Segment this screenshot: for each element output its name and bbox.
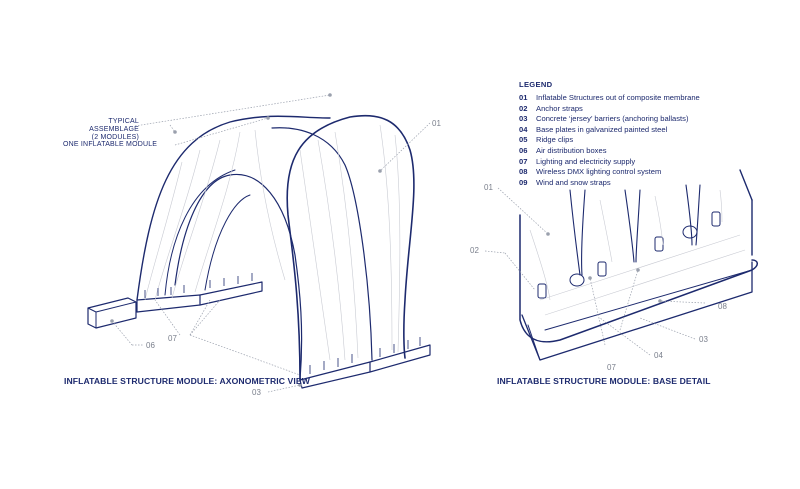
callout-axo-01: 01	[432, 119, 441, 128]
legend-code: 05	[519, 135, 528, 145]
callout-base-01: 01	[484, 183, 493, 192]
axonometric-sketch-hatching	[144, 124, 401, 361]
caption-base-detail: INFLATABLE STRUCTURE MODULE: BASE DETAIL	[497, 376, 711, 386]
label-typical-line1: TYPICAL ASSEMBLAGE	[89, 118, 139, 134]
legend-code: 09	[519, 177, 528, 187]
legend-text: Base plates in galvanized painted steel	[536, 124, 668, 134]
legend-text: Anchor straps	[536, 103, 583, 113]
legend: LEGEND 01 Inflatable Structures out of co…	[519, 80, 700, 188]
caption-axonometric-view: INFLATABLE STRUCTURE MODULE: AXONOMETRIC…	[64, 376, 310, 386]
axonometric-drawing	[87, 114, 431, 389]
axonometric-leaders	[110, 93, 431, 393]
legend-code: 08	[519, 167, 528, 177]
callout-axo-03: 03	[252, 388, 261, 397]
legend-text: Concrete ‘jersey’ barriers (anchoring ba…	[536, 114, 689, 124]
base-detail-leaders	[484, 187, 706, 356]
legend-code: 02	[519, 103, 528, 113]
legend-item: 02 Anchor straps	[519, 104, 700, 115]
legend-title: LEGEND	[519, 80, 553, 89]
callout-base-07: 07	[607, 363, 616, 372]
legend-code: 01	[519, 93, 528, 102]
legend-text: Ridge clips	[536, 135, 574, 145]
callout-base-03: 03	[699, 335, 708, 344]
callout-base-04: 04	[654, 351, 663, 360]
legend-text: Inflatable Structures out of composite m…	[536, 93, 700, 102]
legend-code: 04	[519, 124, 528, 134]
legend-item: 03 Concrete ‘jersey’ barriers (anchoring …	[519, 114, 700, 125]
label-typical-line2: (2 MODULES)	[91, 134, 139, 142]
legend-item: 06 Air distribution boxes	[519, 146, 700, 157]
legend-item: 09 Wind and snow straps	[519, 178, 700, 189]
legend-text: Air distribution boxes	[536, 145, 607, 155]
axonometric-fixtures	[144, 273, 421, 374]
callout-axo-07: 07	[168, 334, 177, 343]
callout-axo-06: 06	[146, 341, 155, 350]
legend-text: Lighting and electricity supply	[536, 156, 636, 166]
base-detail-drawing	[519, 169, 758, 361]
callout-base-02: 02	[470, 246, 479, 255]
label-typical-assemblage: TYPICAL ASSEMBLAGE (2 MODULES)	[63, 118, 139, 142]
legend-text: Wind and snow straps	[536, 177, 611, 187]
label-one-inflatable-module: ONE INFLATABLE MODULE	[63, 141, 158, 148]
legend-code: 07	[519, 156, 528, 166]
legend-text: Wireless DMX lighting control system	[536, 167, 662, 177]
legend-item: 08 Wireless DMX lighting control system	[519, 167, 700, 178]
legend-code: 03	[519, 114, 528, 124]
legend-code: 06	[519, 145, 528, 155]
legend-item: 04 Base plates in galvanized painted stee…	[519, 125, 700, 136]
legend-item: 01 Inflatable Structures out of composite…	[519, 93, 700, 104]
legend-item: 05 Ridge clips	[519, 135, 700, 146]
callout-base-08: 08	[718, 302, 727, 311]
base-detail-sketch-hatching	[529, 189, 746, 316]
legend-item: 07 Lighting and electricity supply	[519, 157, 700, 168]
